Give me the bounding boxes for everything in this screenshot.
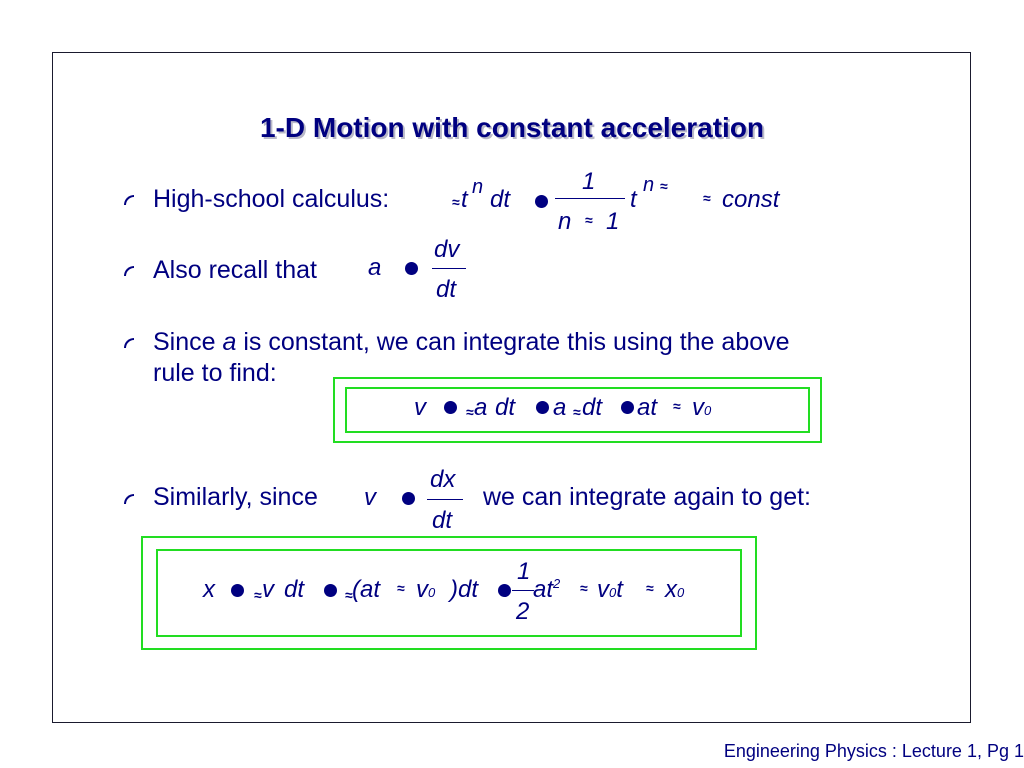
eq1-const: const <box>722 186 780 213</box>
position-result-box-outer <box>141 536 757 650</box>
equals-dot <box>535 195 548 208</box>
velocity-result-box-outer <box>333 377 822 443</box>
equals-dot <box>621 401 634 414</box>
eq5-x0-x: x <box>665 576 677 603</box>
eq1-numerator: 1 <box>582 168 596 195</box>
eq3-a: a <box>474 394 488 421</box>
plus-glyph: ≈ <box>673 398 681 414</box>
eq3-a2: a <box>553 394 567 421</box>
eq5-v0t-sub: 0 <box>609 585 617 600</box>
eq5-half-den: 2 <box>516 598 530 625</box>
eq1-power: n <box>472 176 484 198</box>
eq1-dt: dt <box>490 186 511 213</box>
eq3-at: at <box>637 394 658 421</box>
slide-frame <box>52 52 971 723</box>
eq1-fraction-bar <box>555 198 625 199</box>
integral-sign-glyph: ≈ <box>345 587 353 603</box>
eq2-fraction-bar <box>432 268 466 269</box>
slide-title: 1-D Motion with constant acceleration <box>259 112 765 143</box>
bullet-2-text: Also recall that <box>153 256 317 284</box>
equals-dot <box>402 492 415 505</box>
bullet-4-pre: Similarly, since <box>153 483 318 511</box>
position-result-box-inner <box>156 549 742 637</box>
velocity-result-box-inner <box>345 387 810 433</box>
bullet-marker <box>124 494 134 504</box>
integral-sign-glyph: ≈ <box>254 587 262 603</box>
eq5-v0: v0 <box>416 576 435 604</box>
eq3-v: v <box>414 394 426 421</box>
eq5-dt: dt <box>284 576 305 603</box>
eq3-v0: v0 <box>692 394 711 422</box>
eq5-close: )dt <box>450 576 479 603</box>
eq1-den-1: 1 <box>606 208 620 235</box>
eq2-numerator: dv <box>434 236 460 263</box>
eq1-rhs-power: n <box>643 174 655 196</box>
equals-dot <box>498 584 511 597</box>
eq5-v: v <box>262 576 274 603</box>
plus-glyph: ≈ <box>580 580 588 596</box>
eq1-t: t <box>461 186 468 213</box>
eq5-x: x <box>203 576 215 603</box>
integral-sign-glyph: ≈ <box>466 404 474 420</box>
eq5-v0t-v: v <box>597 576 609 603</box>
integral-sign-glyph: ≈ <box>573 404 581 420</box>
eq5-v0-v: v <box>416 576 428 603</box>
eq5-half-bar <box>512 590 534 591</box>
plus-glyph: ≈ <box>660 178 668 194</box>
bullet-3-line2: rule to find: <box>153 359 277 387</box>
slide-footer: Engineering Physics : Lecture 1, Pg 1 <box>723 741 1024 761</box>
eq5-v0t: v0t <box>597 576 623 604</box>
equals-dot <box>536 401 549 414</box>
bullet-4-post: we can integrate again to get: <box>483 483 812 511</box>
plus-glyph: ≈ <box>703 190 711 206</box>
eq1-rhs-t: t <box>630 186 637 213</box>
integral-sign-glyph: ≈ <box>452 194 460 210</box>
plus-glyph: ≈ <box>397 580 405 596</box>
equals-dot <box>405 262 418 275</box>
bullet-3-a: a <box>222 328 237 356</box>
eq5-at2: at2 <box>533 576 560 604</box>
bullet-3-text: Since a is constant, we can integrate th… <box>153 328 790 357</box>
eq3-dt: dt <box>495 394 516 421</box>
eq5-x0: x0 <box>665 576 684 604</box>
eq4-numerator: dx <box>430 466 456 493</box>
bullet-marker <box>124 195 134 205</box>
eq2-denominator: dt <box>436 276 457 303</box>
bullet-3-pre: Since <box>153 328 216 356</box>
eq5-x0-sub: 0 <box>677 585 685 600</box>
bullet-3-post: is constant, we can integrate this using… <box>243 328 790 356</box>
eq4-v: v <box>364 484 376 511</box>
eq2-a: a <box>368 254 382 281</box>
eq3-dt2: dt <box>582 394 603 421</box>
eq3-v0-v: v <box>692 394 704 421</box>
equals-dot <box>324 584 337 597</box>
equals-dot <box>231 584 244 597</box>
plus-glyph: ≈ <box>646 580 654 596</box>
equals-dot <box>444 401 457 414</box>
eq5-half-num: 1 <box>517 558 531 585</box>
eq5-open: (at <box>352 576 381 603</box>
plus-glyph: ≈ <box>585 212 593 228</box>
eq4-denominator: dt <box>432 507 453 534</box>
eq5-at2-at: at <box>533 576 554 603</box>
bullet-marker <box>124 266 134 276</box>
eq3-v0-sub: 0 <box>704 403 712 418</box>
eq5-at2-sup: 2 <box>553 576 561 591</box>
bullet-1-text: High-school calculus: <box>153 185 390 213</box>
eq5-v0-sub: 0 <box>428 585 436 600</box>
eq1-den-n: n <box>558 208 572 235</box>
eq5-v0t-t: t <box>616 576 623 603</box>
bullet-marker <box>124 338 134 348</box>
eq4-fraction-bar <box>427 499 463 500</box>
